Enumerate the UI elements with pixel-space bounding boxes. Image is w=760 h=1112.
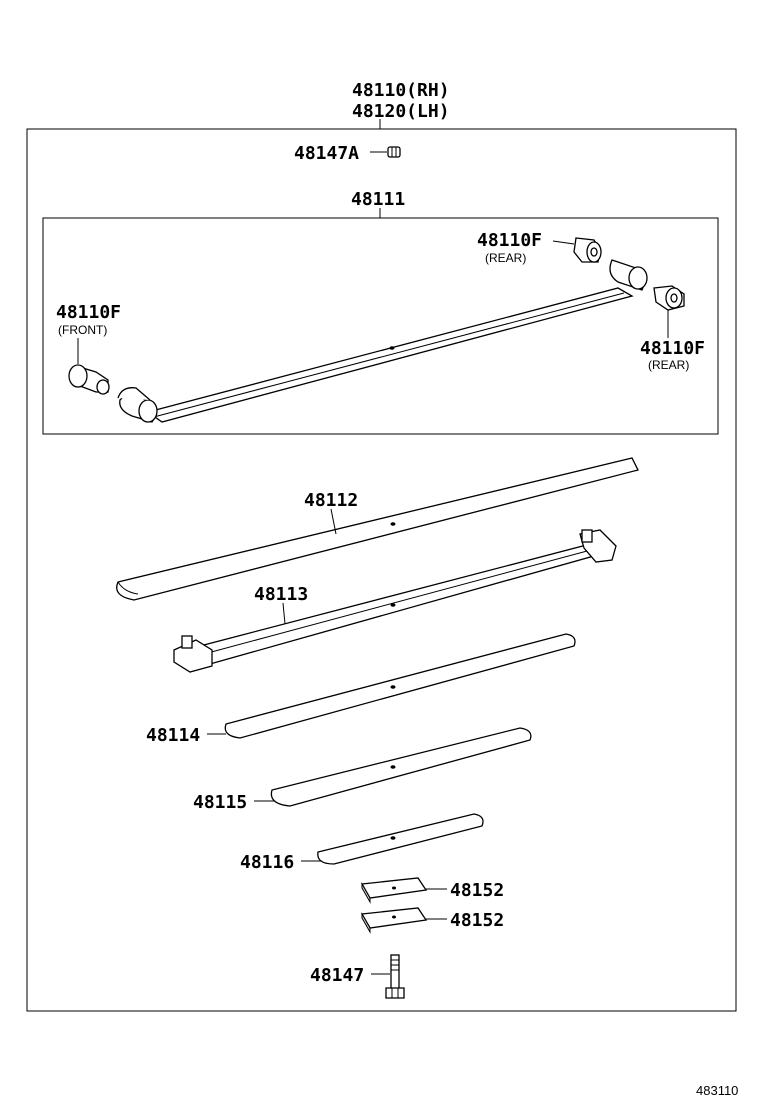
leaf-6-label[interactable]: 48116 xyxy=(240,852,294,873)
bushing-rear-right-note: (REAR) xyxy=(648,358,689,372)
assembly-lh-label[interactable]: 48120(LH) xyxy=(352,101,450,122)
bushing-rear-top-label[interactable]: 48110F xyxy=(477,230,542,251)
leaf-5 xyxy=(270,727,532,807)
bolt-a-nut xyxy=(387,146,401,158)
assembly-frame xyxy=(26,128,737,1012)
main-leaf-sub-label[interactable]: 48111 xyxy=(351,189,405,210)
bushing-rear-right-label[interactable]: 48110F xyxy=(640,338,705,359)
bolt-a-label[interactable]: 48147A xyxy=(294,143,359,164)
bushing-rear-top xyxy=(573,237,602,263)
center-bolt-label[interactable]: 48147 xyxy=(310,965,364,986)
spacer-1-label[interactable]: 48152 xyxy=(450,880,504,901)
leaf-5-label[interactable]: 48115 xyxy=(193,792,247,813)
figure-number: 483110 xyxy=(696,1083,738,1098)
spacer-1 xyxy=(360,877,428,904)
leaf-2-label[interactable]: 48112 xyxy=(304,490,358,511)
spacer-2-label[interactable]: 48152 xyxy=(450,910,504,931)
bushing-front-note: (FRONT) xyxy=(58,323,107,337)
bushing-front xyxy=(68,364,110,395)
bushing-front-label[interactable]: 48110F xyxy=(56,302,121,323)
spacer-2 xyxy=(360,907,428,934)
leaf-6 xyxy=(317,813,484,865)
main-leaf xyxy=(117,259,648,423)
assembly-rh-label[interactable]: 48110(RH) xyxy=(352,80,450,101)
bushing-rear-top-note: (REAR) xyxy=(485,251,526,265)
main-leaf-sub-frame xyxy=(42,217,719,435)
leaf-3-label[interactable]: 48113 xyxy=(254,584,308,605)
center-bolt xyxy=(385,954,405,999)
leaf-4 xyxy=(224,633,576,739)
bushing-rear-right xyxy=(653,285,685,311)
leaf-2 xyxy=(116,457,639,601)
leaf-4-label[interactable]: 48114 xyxy=(146,725,200,746)
leaf-3 xyxy=(173,529,617,673)
